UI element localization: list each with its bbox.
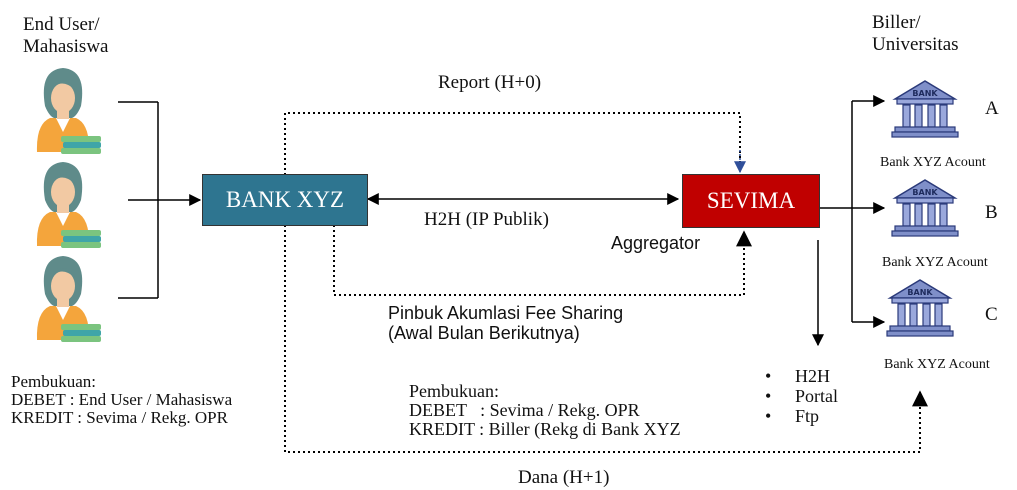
biller-title: Biller/ Universitas (872, 12, 959, 56)
pembukuan-left-kredit: KREDIT : Sevima / Rekg. OPR (11, 408, 228, 427)
pembukuan-left-debet: DEBET : End User / Mahasiswa (11, 390, 233, 409)
dana-flow-line (284, 225, 928, 453)
pinbuk-label-line1: Pinbuk Akumlasi Fee Sharing (388, 303, 624, 323)
sevima-to-billers-bracket (820, 95, 886, 328)
aggregator-label: Aggregator (611, 233, 701, 253)
pinbuk-label: Pinbuk Akumlasi Fee Sharing (Awal Bulan … (388, 303, 623, 343)
pinbuk-label-line2: (Awal Bulan Berikutnya) (388, 323, 580, 343)
channel-item-portal: Portal (765, 386, 838, 406)
pembukuan-center-debet: DEBET : Sevima / Rekg. OPR (409, 400, 640, 420)
report-flow-line (284, 112, 741, 175)
end-user-icon-3 (36, 256, 101, 342)
biller-account-c: Bank XYZ Acount (884, 357, 990, 372)
channel-item-ftp: Ftp (765, 406, 838, 426)
biller-account-b: Bank XYZ Acount (882, 255, 988, 270)
biller-bank-icon-c (886, 279, 954, 337)
channel-list: H2H Portal Ftp (765, 366, 838, 426)
biller-title-line1: Biller/ (872, 12, 921, 33)
biller-title-line2: Universitas (872, 34, 959, 55)
end-user-title-line2: Mahasiswa (23, 36, 109, 57)
biller-letter-a: A (985, 98, 999, 119)
end-user-icon-2 (36, 162, 101, 248)
biller-bank-icon-a (891, 80, 959, 138)
pembukuan-center-title: Pembukuan: (409, 381, 499, 401)
pinbuk-flow-line (333, 225, 752, 296)
biller-letter-c: C (985, 304, 998, 325)
channel-item-h2h: H2H (765, 366, 838, 386)
dana-label: Dana (H+1) (518, 467, 610, 488)
bank-xyz-label: BANK XYZ (225, 187, 345, 212)
pembukuan-center-kredit: KREDIT : Biller (Rekg di Bank XYZ (409, 419, 681, 439)
pembukuan-left-title: Pembukuan: (11, 372, 96, 391)
end-user-title: End User/ Mahasiswa (23, 14, 108, 58)
biller-letter-b: B (985, 202, 998, 223)
users-to-bank-bracket (118, 101, 202, 299)
biller-account-a: Bank XYZ Acount (880, 155, 986, 170)
report-label: Report (H+0) (438, 72, 542, 93)
end-user-title-line1: End User/ (23, 14, 100, 35)
pembukuan-center: Pembukuan: DEBET : Sevima / Rekg. OPR KR… (409, 382, 681, 439)
bank-xyz-box: BANK XYZ (202, 174, 368, 226)
end-user-icon-1 (36, 68, 101, 154)
pembukuan-left: Pembukuan: DEBET : End User / Mahasiswa … (11, 373, 232, 427)
sevima-box: SEVIMA (682, 174, 820, 228)
sevima-label: SEVIMA (706, 188, 796, 213)
h2h-label: H2H (IP Publik) (424, 209, 549, 230)
biller-bank-icon-b (891, 179, 959, 237)
